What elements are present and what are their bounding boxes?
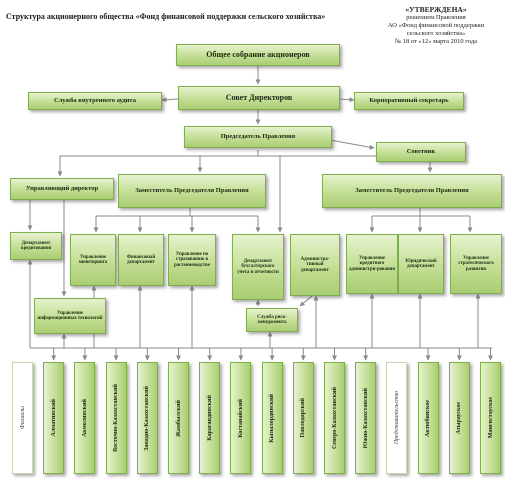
region-box: Жамбылский <box>168 362 189 474</box>
region-box: Павлодарский <box>292 362 314 474</box>
region-box: Актюбинское <box>417 362 439 474</box>
region-label: Жамбылский <box>175 399 182 437</box>
region-box: Карагандинский <box>199 362 221 474</box>
region-label: Восточно-Казахстанский <box>113 384 120 452</box>
node-shareholders: Общее собрание акционеров <box>176 44 340 66</box>
region-box: Восточно-Казахстанский <box>105 362 127 474</box>
region-box: Кызылординский <box>261 362 283 474</box>
region-box: Западно-Казахстанский <box>136 362 158 474</box>
node-secretary: Корпоративный секретарь <box>354 92 464 110</box>
region-label: Карагандинский <box>206 395 213 441</box>
region-box: Северо-Казахстанский <box>324 362 345 474</box>
region-box: Атырауское <box>448 362 470 474</box>
dept-accounting: Департамент бухгалтерского учета и отчет… <box>232 234 284 300</box>
region-label: Алматинский <box>50 399 57 437</box>
node-deputy-left: Заместитель Председателя Правления <box>118 174 266 208</box>
region-box: Акмолинский <box>74 362 96 474</box>
region-box: Алматинский <box>43 362 65 474</box>
node-advisor: Советник <box>376 142 466 162</box>
dept-legal: Юридический департамент <box>398 234 444 294</box>
region-label: Южно-Казахстанский <box>362 387 369 449</box>
dept-insurance: Управление по страхованию в растениеводс… <box>168 234 216 286</box>
region-label: Атырауское <box>456 401 463 435</box>
region-label: Мангистауское <box>487 397 494 439</box>
dept-credit: Департамент кредитования <box>10 232 62 260</box>
region-label: Западно-Казахстанский <box>144 385 151 451</box>
approval-line: сельского хозяйства» <box>406 30 466 37</box>
region-label: Северо-Казахстанский <box>331 387 338 449</box>
node-board: Совет Директоров <box>178 86 340 110</box>
region-box: Филиалы <box>12 362 33 474</box>
region-label: Костанайский <box>237 398 244 438</box>
node-it: Управление информационных технологий <box>34 298 106 334</box>
approval-line: АО «Фонд финансовой поддержки <box>387 22 485 29</box>
region-label: Кызылординский <box>269 393 276 443</box>
region-box: Мангистауское <box>480 362 501 474</box>
region-label: Представительство <box>393 391 400 445</box>
node-audit: Служба внутреннего аудита <box>28 92 162 110</box>
approval-line: № 18 от «12» марта 2010 года <box>394 38 478 45</box>
node-deputy-right: Заместитель Председателя Правления <box>322 174 502 208</box>
node-chairman: Председатель Правления <box>184 126 332 148</box>
dept-strategy: Управление стратегического развития <box>450 234 502 294</box>
approval-line: решением Правления <box>406 14 466 21</box>
diagram-title: Структура акционерного общества «Фонд фи… <box>6 12 326 21</box>
approval-line: «УТВЕРЖДЕНА» <box>405 5 467 14</box>
dept-monitoring: Управление мониторинга <box>70 234 116 286</box>
region-label: Павлодарский <box>300 398 307 438</box>
dept-credit-administration: Управление кредитного администри-рования <box>346 234 398 294</box>
dept-finance: Финансовый департамент <box>118 234 164 286</box>
region-label: Актюбинское <box>425 399 432 437</box>
region-label: Филиалы <box>19 406 26 430</box>
region-box: Представительство <box>386 362 408 474</box>
region-label: Акмолинский <box>81 398 88 438</box>
approval-stamp: «УТВЕРЖДЕНА» решением Правления АО «Фонд… <box>372 6 500 46</box>
region-box: Южно-Казахстанский <box>355 362 377 474</box>
node-managing-director: Управляющий директор <box>10 178 114 200</box>
region-box: Костанайский <box>230 362 252 474</box>
dept-administrative: Администра-тивный департамент <box>290 234 340 296</box>
node-risk: Служба риск-менеджмента <box>246 308 298 332</box>
